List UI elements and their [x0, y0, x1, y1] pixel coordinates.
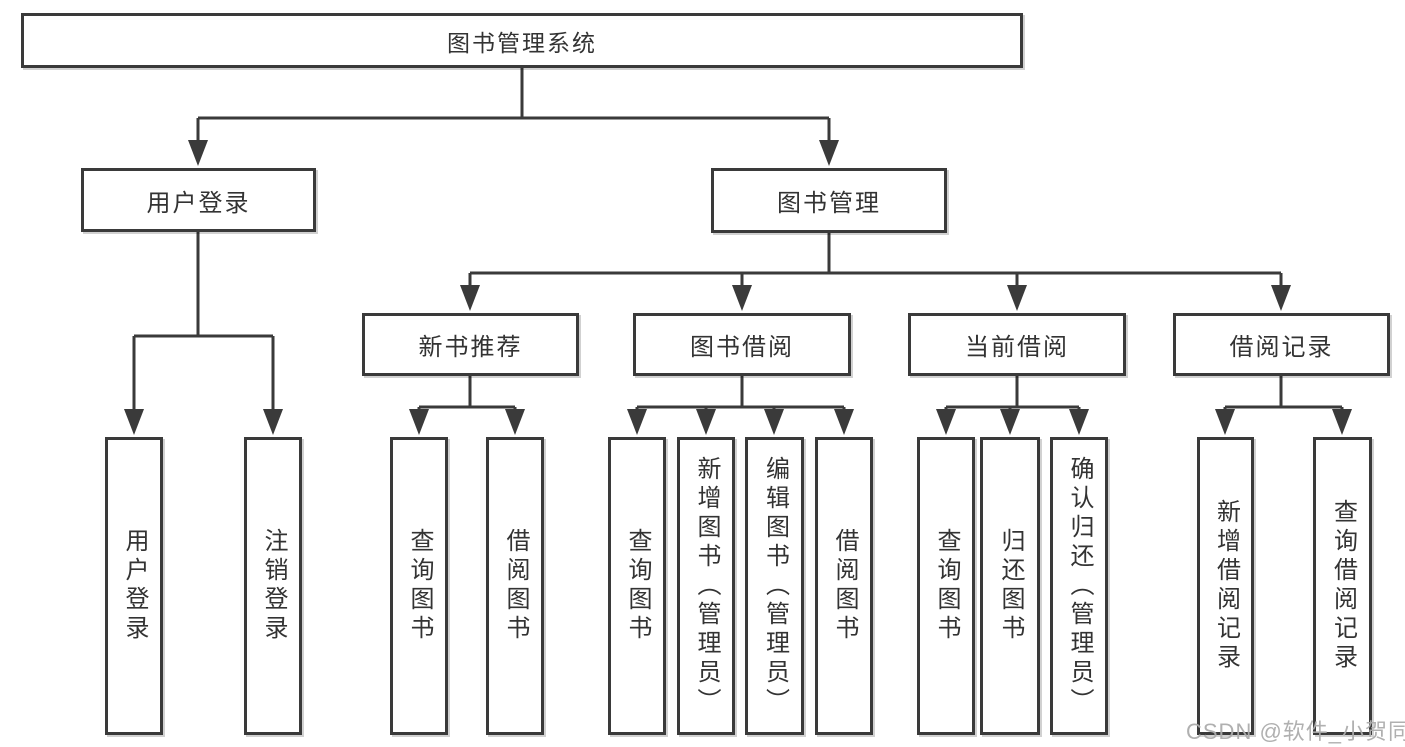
leaf-add-book-admin-label: 新增图书（管理员）	[693, 455, 720, 717]
leaf-user-login-label: 用户登录	[121, 528, 148, 644]
leaf-query-borrow-record: 查询借阅记录	[1313, 437, 1372, 735]
connector-book-management-children	[468, 233, 1283, 287]
arrowhead-borrowing-records	[1271, 285, 1291, 311]
node-new-book-recommendation: 新书推荐	[362, 313, 579, 376]
arrowhead-return-book	[1000, 409, 1020, 435]
node-book-management: 图书管理	[711, 168, 947, 233]
leaf-add-borrow-record-label: 新增借阅记录	[1212, 499, 1240, 673]
leaf-borrow-books-1: 借阅图书	[486, 437, 544, 735]
connector-root-to-level1	[196, 68, 831, 142]
leaf-return-book: 归还图书	[980, 437, 1040, 735]
leaf-query-books-1-label: 查询图书	[406, 528, 433, 644]
arrowhead-query-books-3	[936, 409, 956, 435]
connector-user-login-children	[132, 232, 275, 411]
leaf-borrow-books-2: 借阅图书	[815, 437, 873, 735]
node-book-borrowing-label: 图书借阅	[690, 334, 794, 361]
leaf-query-books-2-label: 查询图书	[624, 528, 651, 644]
node-current-borrowing: 当前借阅	[908, 313, 1126, 376]
arrowhead-add-book	[696, 409, 716, 435]
node-book-borrowing: 图书借阅	[633, 313, 851, 376]
node-library-system-label: 图书管理系统	[447, 29, 597, 56]
arrowhead-current-borrowing	[1007, 285, 1027, 311]
arrowhead-leaf-logout	[263, 409, 283, 435]
arrowhead-book-management	[819, 140, 839, 166]
leaf-borrow-books-1-label: 借阅图书	[502, 528, 529, 644]
arrowhead-query-books-1	[409, 409, 429, 435]
node-book-management-label: 图书管理	[777, 190, 881, 217]
leaf-query-books-2: 查询图书	[608, 437, 666, 735]
arrowhead-borrow-books-2	[834, 409, 854, 435]
leaf-logout: 注销登录	[244, 437, 302, 735]
node-user-login: 用户登录	[81, 168, 316, 232]
arrowhead-borrow-books-1	[505, 409, 525, 435]
arrowhead-query-books-2	[627, 409, 647, 435]
leaf-logout-label: 注销登录	[260, 528, 287, 644]
connector-current-borrowing-children	[944, 376, 1081, 411]
leaf-query-books-1: 查询图书	[390, 437, 448, 735]
arrowhead-user-login	[188, 140, 208, 166]
csdn-watermark: CSDN @软件_小贺同学	[1186, 719, 1405, 744]
leaf-query-books-3-label: 查询图书	[933, 528, 960, 644]
leaf-confirm-return-admin-label: 确认归还（管理员）	[1066, 455, 1093, 717]
leaf-query-books-3: 查询图书	[917, 437, 975, 735]
arrowhead-add-borrow-record	[1215, 409, 1235, 435]
leaf-add-book-admin: 新增图书（管理员）	[677, 437, 735, 735]
arrowhead-book-borrowing	[732, 285, 752, 311]
arrowhead-edit-book	[764, 409, 784, 435]
leaf-return-book-label: 归还图书	[997, 528, 1024, 644]
node-borrowing-records: 借阅记录	[1173, 313, 1390, 376]
node-current-borrowing-label: 当前借阅	[965, 334, 1069, 361]
connector-borrowing-records-children	[1223, 376, 1344, 411]
node-new-book-recommendation-label: 新书推荐	[418, 334, 523, 361]
leaf-edit-book-admin: 编辑图书（管理员）	[745, 437, 804, 735]
leaf-add-borrow-record: 新增借阅记录	[1197, 437, 1254, 735]
arrowhead-confirm-return	[1069, 409, 1089, 435]
node-borrowing-records-label: 借阅记录	[1229, 334, 1334, 361]
arrowhead-new-book-recommendation	[460, 285, 480, 311]
leaf-edit-book-admin-label: 编辑图书（管理员）	[761, 455, 789, 717]
leaf-user-login: 用户登录	[105, 437, 163, 735]
node-user-login-label: 用户登录	[146, 189, 251, 217]
connector-book-borrowing-children	[635, 376, 846, 411]
leaf-confirm-return-admin: 确认归还（管理员）	[1050, 437, 1108, 735]
leaf-borrow-books-2-label: 借阅图书	[831, 528, 858, 644]
connector-new-book-children	[417, 376, 517, 411]
arrowhead-query-borrow-record	[1332, 409, 1352, 435]
leaf-query-borrow-record-label: 查询借阅记录	[1329, 499, 1357, 673]
node-library-system: 图书管理系统	[21, 13, 1023, 68]
arrowhead-leaf-user-login	[124, 409, 144, 435]
